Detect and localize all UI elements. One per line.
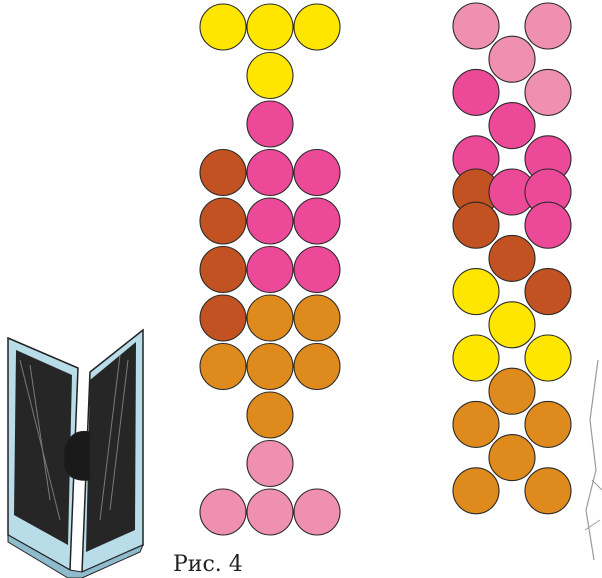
left-bead-light-pink [247, 441, 293, 487]
left-bead-orange [247, 344, 293, 390]
right-bead-light-pink [525, 3, 571, 49]
right-bead-orange [489, 368, 535, 414]
right-bead-yellow [489, 302, 535, 348]
right-bead-pink [525, 202, 571, 248]
left-bead-orange [247, 295, 293, 341]
left-bead-orange [294, 295, 340, 341]
left-bead-rust [200, 150, 246, 196]
left-bead-orange [247, 392, 293, 438]
left-bead-pink [247, 101, 293, 147]
left-bead-rust [200, 247, 246, 293]
left-bead-orange [294, 344, 340, 390]
left-bead-pink [247, 150, 293, 196]
right-bead-yellow [525, 335, 571, 381]
left-bead-pink [294, 247, 340, 293]
left-bead-orange [200, 344, 246, 390]
right-bead-rust [453, 202, 499, 248]
right-bead-pattern [453, 3, 571, 514]
left-bead-pink [294, 150, 340, 196]
left-bead-yellow [200, 4, 246, 50]
left-bead-rust [200, 198, 246, 244]
right-bead-light-pink [525, 69, 571, 115]
left-bead-yellow [247, 4, 293, 50]
left-bead-pink [294, 198, 340, 244]
right-bead-yellow [453, 335, 499, 381]
right-bead-light-pink [453, 3, 499, 49]
right-bead-pink [489, 103, 535, 149]
card-stand-sketch [8, 330, 143, 578]
left-bead-yellow [294, 4, 340, 50]
right-bead-orange [453, 401, 499, 447]
right-bead-orange [525, 468, 571, 514]
left-bead-pattern [200, 4, 340, 535]
right-bead-orange [525, 401, 571, 447]
edge-scribble [585, 360, 602, 560]
figure-caption: Рис. 4 [173, 552, 243, 577]
left-bead-light-pink [294, 489, 340, 535]
right-bead-rust [525, 269, 571, 315]
right-bead-light-pink [489, 36, 535, 82]
left-bead-light-pink [247, 489, 293, 535]
right-bead-yellow [453, 269, 499, 315]
left-bead-rust [200, 295, 246, 341]
left-bead-light-pink [200, 489, 246, 535]
left-bead-pink [247, 198, 293, 244]
left-bead-pink [247, 247, 293, 293]
right-bead-orange [453, 468, 499, 514]
right-bead-pink [453, 69, 499, 115]
right-bead-orange [489, 435, 535, 481]
right-bead-rust [489, 235, 535, 281]
left-bead-yellow [247, 53, 293, 99]
